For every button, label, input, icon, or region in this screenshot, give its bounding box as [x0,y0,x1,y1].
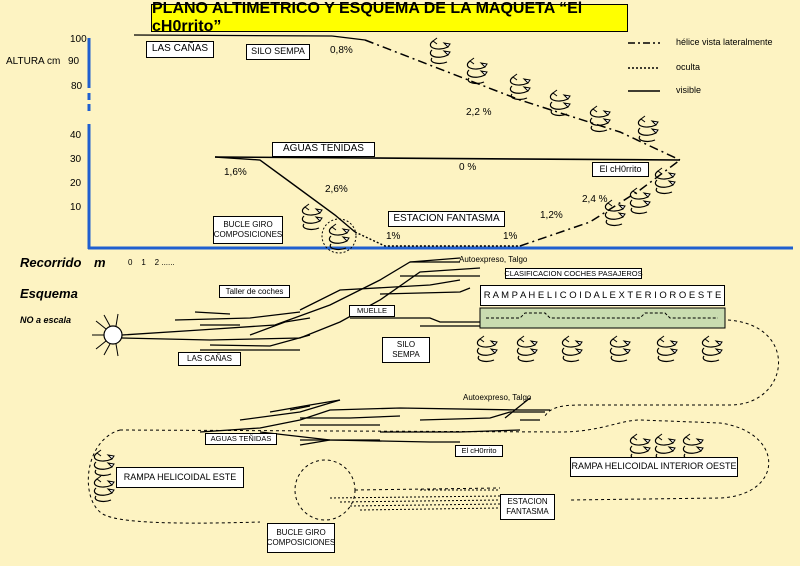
legend-lines [628,42,660,92]
rampa-exterior-oeste: R A M P A H E L I C O I D A L E X T E R … [480,285,725,306]
tick-20: 20 [70,178,82,189]
tick-10: 10 [70,202,82,213]
muelle-label: MUELLE [349,305,395,317]
profile-aguas-tenidas: AGUAS TEÑIDAS [272,142,375,157]
grade-0: 0 % [459,162,477,173]
profile-silo-sempa: SILO SEMPA [246,44,310,60]
grade-0-8: 0,8% [330,45,353,56]
upper-yard-tracks [121,257,481,351]
profile-axes [87,38,793,250]
profile-bucle-giro: BUCLE GIRO COMPOSICIONES [213,216,283,244]
tick-90: 90 [68,56,80,67]
grade-1-2: 1,2% [540,210,563,221]
y-axis-label: ALTURA cm [6,56,61,67]
profile-middle-track [214,156,681,247]
ramp-exterior-track [486,312,718,319]
autoexpreso-bottom: Autoexpreso, Talgo [463,393,532,402]
profile-estacion-fantasma: ESTACION FANTASMA [388,211,505,227]
bucle-circle [294,459,356,521]
grade-1-6: 1,6% [224,167,247,178]
turntable-icon [92,313,123,357]
las-canas-label: LAS CAÑAS [178,352,241,366]
middle-yard-tracks [199,397,550,446]
grade-2-6: 2,6% [325,184,348,195]
recorrido-label: Recorrido [20,255,82,270]
estacion-fantasma-label: ESTACION FANTASMA [500,494,555,520]
profile-loop-circle [321,218,357,254]
grade-2-2: 2,2 % [466,107,492,118]
profile-el-chorrito: El cH0rrito [592,162,649,177]
tick-80: 80 [71,81,83,92]
esquema-note: NO a escala [20,315,72,325]
fantasma-tracks [329,489,501,511]
profile-las-canas: LAS CAÑAS [146,41,214,58]
fantasma-link [354,487,501,491]
rampa-este: RAMPA HELICOIDAL ESTE [116,467,244,488]
tick-40: 40 [70,130,82,141]
west-dashed-loop [87,429,261,524]
rampa-interior-oeste: RAMPA HELICOIDAL INTERIOR OESTE [570,457,738,477]
inner-dashed-loop [119,419,770,501]
recorrido-unit: m [94,255,106,270]
legend-helix-label: hélice vista lateralmente [676,37,773,47]
grade-2-4: 2,4 % [582,194,608,205]
taller-coches: Taller de coches [219,285,290,298]
legend-visible-label: visible [676,85,702,95]
autoexpreso-top: Autoexpreso, Talgo [459,255,528,264]
grade-1-a: 1% [386,231,401,242]
tick-30: 30 [70,154,82,165]
aguas-tenidas-label: AGUAS TEÑIDAS [205,433,277,445]
bucle-giro-label: BUCLE GIRO COMPOSICIONES [267,523,335,553]
outer-dashed-loop [544,319,779,417]
page-title: PLANO ALTIMETRICO Y ESQUEMA DE LA MAQUET… [151,0,628,35]
grade-1-b: 1% [503,231,518,242]
clasificacion-coches: CLASIFICACION COCHES PASAJEROS [504,268,643,279]
tick-100: 100 [70,34,87,45]
recorrido-scale: 0 1 2 ...... [128,258,175,267]
profile-upper-track [133,34,681,161]
silo-sempa-label: SILO SEMPA [382,337,430,363]
legend-hidden-label: oculta [676,62,701,72]
el-chorrito-label: El cH0rrito [455,445,503,457]
esquema-label: Esquema [20,286,78,301]
